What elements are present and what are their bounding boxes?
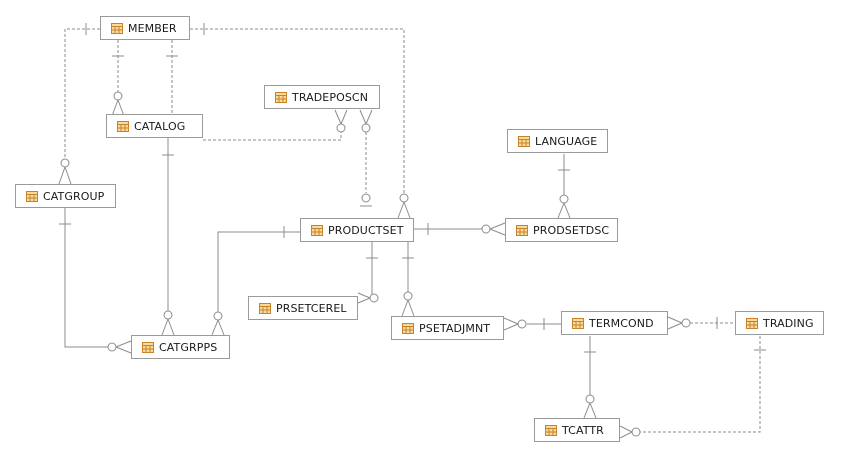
rel-termcond-psetadjmnt: [503, 317, 561, 331]
entity-prodsetdsc[interactable]: PRODSETDSC: [505, 218, 618, 242]
table-icon: [402, 322, 414, 334]
entity-catalog[interactable]: CATALOG: [106, 114, 203, 138]
rel-language-prodsetdsc: [557, 154, 571, 219]
table-icon: [545, 424, 557, 436]
entity-psetadjmnt[interactable]: PSETADJMNT: [391, 316, 504, 340]
rel-productset-psetadjmnt: [401, 241, 415, 317]
entity-language[interactable]: LANGUAGE: [507, 129, 608, 153]
entity-label: TCATTR: [562, 423, 604, 437]
rel-member-catalog-marks: [111, 55, 178, 117]
entity-label: PRSETCEREL: [276, 301, 347, 315]
table-icon: [117, 120, 129, 132]
entity-prsetcerel[interactable]: PRSETCEREL: [248, 296, 358, 320]
rel-member-catgroup: [58, 23, 100, 185]
entity-label: CATGRPPS: [159, 340, 218, 354]
rel-productset-tradeposcn: [359, 109, 373, 207]
entity-label: CATGROUP: [43, 189, 105, 203]
table-icon: [142, 341, 154, 353]
table-icon: [311, 224, 323, 236]
entity-tradeposcn[interactable]: TRADEPOSCN: [264, 85, 380, 109]
entity-label: MEMBER: [128, 21, 177, 35]
rel-productset-prodsetdsc: [414, 222, 506, 236]
entity-productset[interactable]: PRODUCTSET: [300, 218, 414, 242]
table-icon: [26, 190, 38, 202]
rel-productset-prsetcerel: [357, 241, 379, 304]
entity-catgroup[interactable]: CATGROUP: [15, 184, 116, 208]
table-icon: [275, 91, 287, 103]
table-icon: [518, 135, 530, 147]
entity-label: PRODUCTSET: [328, 223, 404, 237]
rel-catalog-tradeposcn: [203, 109, 348, 141]
rel-catgroup-catgrpps: [59, 208, 132, 354]
table-icon: [259, 302, 271, 314]
rel-trading-termcond: [667, 316, 735, 330]
entity-label: TERMCOND: [589, 316, 654, 330]
entity-termcond[interactable]: TERMCOND: [561, 311, 668, 335]
rel-trading-tcattr: [619, 336, 766, 439]
entity-member[interactable]: MEMBER: [100, 16, 190, 40]
entity-label: TRADEPOSCN: [292, 90, 369, 104]
table-icon: [746, 317, 758, 329]
entity-label: PSETADJMNT: [419, 321, 491, 335]
entity-label: CATALOG: [134, 119, 186, 133]
table-icon: [111, 22, 123, 34]
entity-catgrpps[interactable]: CATGRPPS: [131, 335, 230, 359]
entity-trading[interactable]: TRADING: [735, 311, 824, 335]
table-icon: [572, 317, 584, 329]
entity-label: TRADING: [763, 316, 814, 330]
entity-label: LANGUAGE: [535, 134, 598, 148]
rel-member-productset: [190, 23, 411, 219]
table-icon: [516, 224, 528, 236]
rel-termcond-tcattr: [583, 336, 597, 419]
entity-label: PRODSETDSC: [533, 223, 610, 237]
rel-catalog-catgrpps: [161, 138, 175, 336]
rel-member-catalog: [117, 40, 173, 116]
rel-productset-catgrpps: [211, 226, 300, 336]
entity-tcattr[interactable]: TCATTR: [534, 418, 620, 442]
